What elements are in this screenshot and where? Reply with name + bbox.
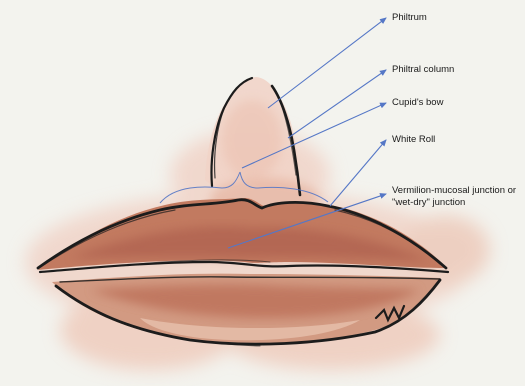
philtral-column-pointer: [288, 70, 386, 138]
vermilion-junction-label: Vermilion-mucosal junction or "wet-dry" …: [392, 185, 516, 209]
white-roll-pointer: [330, 140, 386, 206]
philtrum-pointer: [268, 18, 386, 108]
philtral-column-label: Philtral column: [392, 64, 454, 76]
vermilion-junction-label-line1: Vermilion-mucosal junction or: [392, 185, 516, 197]
vermilion-junction-label-line2: "wet-dry" junction: [392, 197, 516, 209]
philtrum-label: Philtrum: [392, 12, 427, 24]
cupids-bow-label: Cupid's bow: [392, 97, 443, 109]
white-roll-label: White Roll: [392, 134, 435, 146]
